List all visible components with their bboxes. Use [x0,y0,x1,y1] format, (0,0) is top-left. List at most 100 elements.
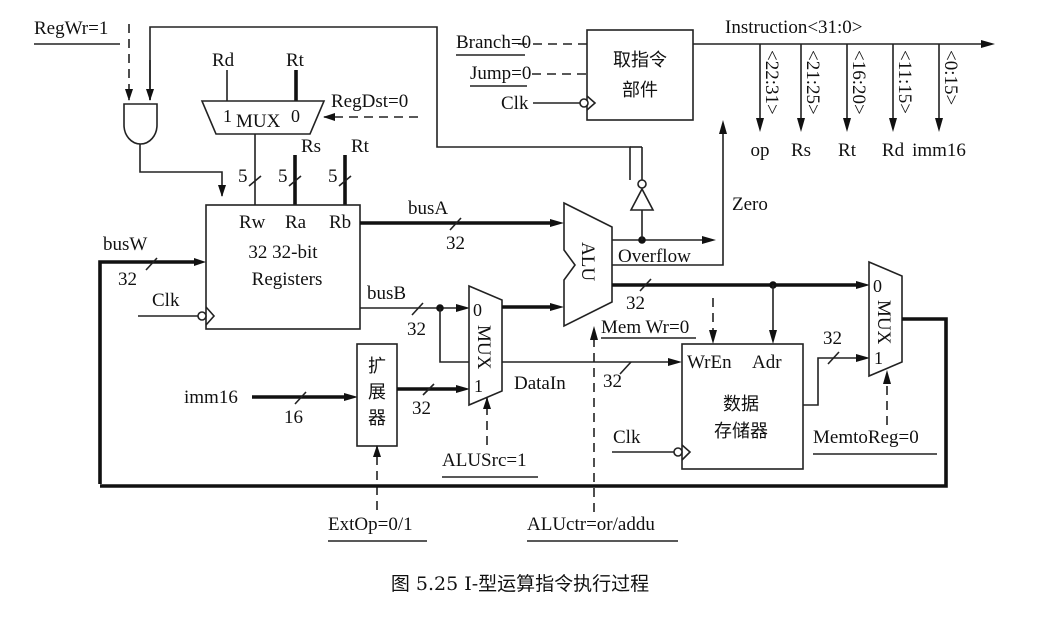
alu-result-width-tick [639,278,652,292]
and-gate-shape [123,103,158,145]
busa-label: busA [408,198,448,219]
regfile-clk-label: Clk [152,290,180,311]
busw-wire [98,260,200,484]
field-name: op [751,140,770,161]
field-tap-arrow [843,118,851,132]
busb-width-tick [411,302,424,316]
regdst-mux-in1: 1 [223,106,232,126]
rw-width: 5 [238,166,248,187]
regdst-mux: 1 MUX 0 [200,100,326,135]
imm16-width-tick [294,391,307,405]
alu-result-arrow [856,281,870,289]
field-name: Rs [791,140,811,161]
field-bits: <21:25> [802,50,823,115]
instruction-field-imm16: <0:15> imm16 [912,44,966,161]
busb-label: busB [367,283,406,304]
alu-result-width: 32 [626,293,645,314]
dm-clock-triangle [681,444,692,461]
port-rb: Rb [329,212,351,233]
datain-arrow [668,358,682,366]
datain-label: DataIn [514,373,566,394]
aluctr-arrow [590,326,598,340]
memwr-arrow [709,330,717,344]
instruction-field-rt: <16:20>Rt [838,44,869,161]
alu-label: ALU [577,242,598,281]
inverter-bubble [637,179,647,189]
instruction-field-rs: <21:25> Rs [791,44,823,161]
data-memory-box [681,343,804,470]
fetch-clock-bubble [579,98,589,108]
port-wren: WrEn [687,352,732,373]
instruction-field-rd: <11:15>Rd [882,44,915,161]
memtoreg-mux-in0: 0 [873,276,882,296]
instruction-bus-arrow [981,40,995,48]
extender-char-2: 展 [368,382,386,403]
field-tap-arrow [756,118,764,132]
imm16-width: 16 [284,407,303,428]
alusrc-mux-in1: 1 [474,376,483,396]
register-file-line1: 32 32-bit [248,242,318,263]
fetch-unit-line2: 部件 [622,80,658,101]
field-name: imm16 [912,140,966,161]
port-ra: Ra [285,212,307,233]
field-tap-arrow [797,118,805,132]
aluctr-label: ALUctr=or/addu [527,514,655,535]
regwr-signal: RegWr=1 [34,18,133,101]
imm16-input-label: imm16 [184,387,238,408]
busb-arrow [456,304,470,312]
port-rw: Rw [239,212,266,233]
extender: 扩 展 器 [356,343,398,447]
field-bits: <22:31> [761,50,782,115]
alusrc-mux-shape [468,284,503,407]
instruction-field-op: <22:31> op [751,44,782,161]
extender-box [356,343,398,447]
busw-width: 32 [118,269,137,290]
inverter-shape [629,187,655,211]
figure-caption: 图 5.25 I-型运算指令执行过程 [391,573,649,595]
dm-out-arrow [856,354,870,362]
busw-arrow [194,258,206,266]
alu: ALU [563,201,613,328]
overflow-arrow [702,236,716,244]
dm-clk-label: Clk [613,427,641,448]
data-memory-line2: 存储器 [714,421,768,442]
memtoreg-mux-label: MUX [873,300,894,345]
fetch-unit-box [586,29,694,121]
clock-bubble [197,311,207,321]
fetch-unit-line1: 取指令 [613,50,667,71]
rb-width: 5 [328,166,338,187]
instruction-label: Instruction<31:0> [725,17,863,38]
memtoreg-label: MemtoReg=0 [813,427,919,448]
field-bits: <0:15> [940,50,961,105]
alusrc-mux-in0: 0 [473,300,482,320]
extender-char-1: 扩 [368,356,386,377]
port-adr: Adr [752,352,782,373]
register-file-line2: Registers [252,269,323,290]
ra-width: 5 [278,166,288,187]
clock-triangle [205,306,216,326]
busw-width-tick [145,257,158,271]
ra-width-tick [288,175,302,187]
datain-wire [439,308,678,363]
datain-width: 32 [603,371,622,392]
rb-rt-label: Rt [351,136,370,157]
memtoreg-mux: 0 MUX 1 [868,260,903,378]
regdst-mux-label: MUX [236,111,281,132]
and-to-rw-wire [139,144,226,197]
ext-out-width: 32 [412,398,431,419]
instruction-fields: <22:31>op<21:25>Rs<16:20>Rt<11:15>Rd<0:1… [751,44,966,161]
busb-width: 32 [407,319,426,340]
dm-out-wire [803,357,860,406]
field-name: Rd [882,140,905,161]
memtoreg-mux-in1: 1 [874,348,883,368]
imm16-arrow [344,393,358,401]
inverter [629,179,655,211]
data-memory-line1: 数据 [723,394,759,415]
regwr-label: RegWr=1 [34,18,108,39]
field-tap-arrow [889,118,897,132]
overflow-feedback-wire [149,26,631,180]
data-memory: WrEn Adr 数据 存储器 [673,343,804,470]
rw-width-tick [248,175,262,187]
and-gate [123,103,158,145]
